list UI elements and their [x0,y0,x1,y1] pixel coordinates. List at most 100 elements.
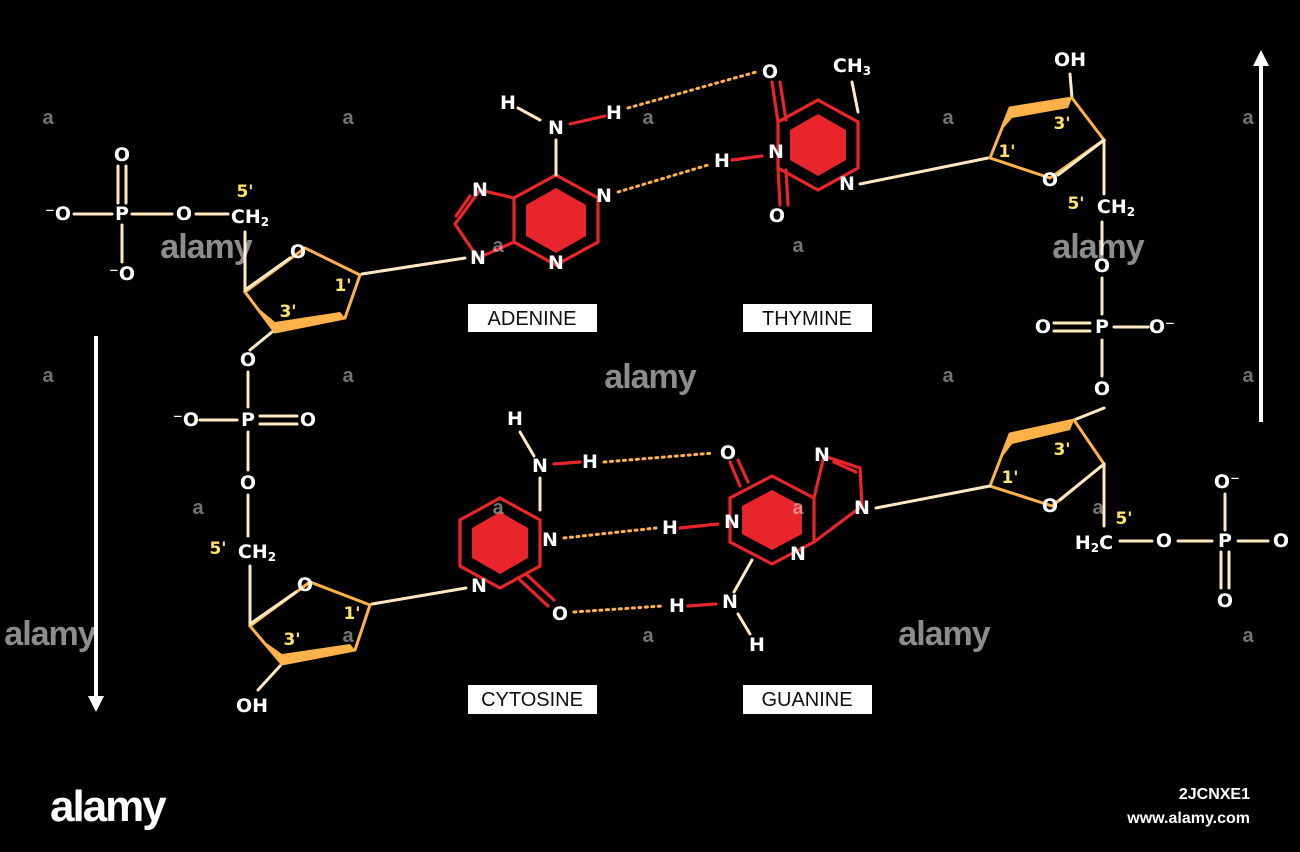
label-5-prime: 5' [236,182,253,202]
cytosine-molecule: N H H N N O [458,408,598,625]
atom-h2c: H2C [1075,532,1113,555]
atom-n: N [532,455,548,477]
label-thymine: THYMINE [743,304,872,332]
label-3-prime: 3' [279,302,296,322]
watermark-letter: a [1242,365,1254,387]
atom-n: N [839,173,855,195]
atom-ch2: CH2 [1097,196,1135,219]
atom-n: N [854,497,870,519]
watermark-letter: a [642,625,654,647]
svg-text:THYMINE: THYMINE [762,308,852,330]
watermark-logo: alamy [604,358,696,396]
watermark-logo: alamy [898,615,990,653]
watermark-letter: a [792,497,804,519]
watermark-letter: a [942,365,954,387]
atom-o-neg: ⁻O [109,263,135,285]
atom-p: P [241,409,255,431]
atom-h: H [714,150,730,172]
atom-o: O [552,603,568,625]
atom-o-neg: O⁻ [1214,471,1240,493]
atom-n: N [596,185,612,207]
label-5-prime: 5' [209,539,226,559]
atom-oh: OH [1054,49,1086,71]
svg-text:ADENINE: ADENINE [488,308,577,330]
atom-o: O [290,241,306,263]
atom-n: N [790,543,806,565]
watermark-letter: a [642,107,654,129]
left-bottom-sugar: O 1' 3' OH [236,564,468,717]
atom-o: O [300,409,316,431]
atom-h: H [606,102,622,124]
label-cytosine: CYTOSINE [468,685,597,714]
hydrogen-bond [562,526,658,540]
label-5-prime: 5' [1115,509,1132,529]
watermark-letter: a [192,497,204,519]
watermark-letter: a [342,107,354,129]
atom-h: H [669,595,685,617]
footer-logo: alamy [50,782,167,831]
atom-o: O [1042,169,1058,191]
atom-o: O [176,203,192,225]
watermark-letter: a [342,365,354,387]
watermark-logo: alamy [160,228,252,266]
hydrogen-bond [626,70,758,110]
atom-ch2: CH2 [231,206,269,229]
label-adenine: ADENINE [468,304,597,332]
strand-direction-arrow-up [1253,50,1269,422]
atom-n: N [548,117,564,139]
atom-n: N [470,247,486,269]
atom-n: N [768,141,784,163]
atom-h: H [662,517,678,539]
atom-oh: OH [236,695,268,717]
watermark-letter: a [792,235,804,257]
label-1-prime: 1' [1001,468,1018,488]
atom-h: H [500,92,516,114]
watermark-letter: a [492,497,504,519]
atom-o: O [114,144,130,166]
atom-h: H [582,451,598,473]
atom-o-neg: O⁻ [1149,316,1175,338]
atom-o: O [1094,378,1110,400]
svg-text:GUANINE: GUANINE [761,689,852,711]
atom-n: N [548,252,564,274]
hydrogen-bond [602,451,716,464]
atom-o: O [297,574,313,596]
atom-o-neg: ⁻O [173,409,199,431]
label-1-prime: 1' [343,604,360,624]
label-1-prime: 1' [334,276,351,296]
guanine-molecule: O N N N N H N H H [662,442,870,656]
watermark-logo: alamy [4,615,96,653]
watermark-letter: a [342,625,354,647]
atom-o: O [762,61,778,83]
left-top-phosphate: ⁻O P O ⁻O O CH2 5' [45,144,269,285]
adenine-molecule: N H H N N N N [453,92,622,274]
watermark-letter: a [1242,107,1254,129]
atom-n: N [814,444,830,466]
watermark-letter: a [942,107,954,129]
label-3-prime: 3' [1053,114,1070,134]
atom-o: O [1217,590,1233,612]
atom-n: N [722,591,738,613]
watermark-letter: a [42,107,54,129]
svg-text:CYTOSINE: CYTOSINE [481,689,583,711]
atom-o: O [1156,530,1172,552]
label-guanine: GUANINE [743,685,872,714]
atom-o: O [240,349,256,371]
atom-o: O [240,472,256,494]
watermark-letter: a [42,365,54,387]
footer-image-id: 2JCNXE1 [1178,786,1250,803]
atom-o-neg: ⁻O [45,203,71,225]
watermark-letter: a [1092,497,1104,519]
footer-url[interactable]: www.alamy.com [1127,810,1250,827]
atom-h: H [507,408,523,430]
atom-n: N [724,511,740,533]
atom-o: O [769,205,785,227]
atom-p: P [115,203,129,225]
right-top-sugar: OH O 3' 1' 5' CH2 [988,49,1135,219]
atom-p: P [1095,316,1109,338]
watermark-letter: a [1242,625,1254,647]
atom-o: O [720,442,736,464]
watermark-layer: alamy alamy alamy alamy alamy a a a a a … [4,107,1254,653]
atom-o: O [1035,316,1051,338]
